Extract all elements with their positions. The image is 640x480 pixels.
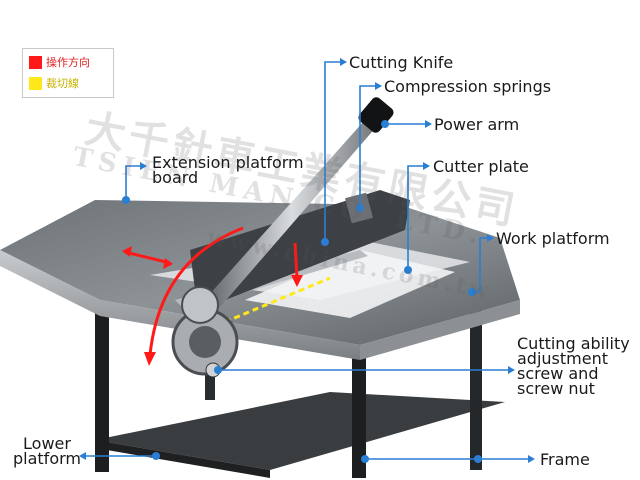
leader-dot-cutting-knife xyxy=(321,238,329,246)
label-lower-platform-line1: Lower xyxy=(23,434,71,453)
legend-label-operation: 操作方向 xyxy=(46,56,90,69)
lower-platform-shelf xyxy=(95,392,505,470)
leader-arrow-frame xyxy=(528,455,535,463)
leader-dot-cutter-plate xyxy=(404,266,412,274)
leader-compression-springs xyxy=(359,85,375,208)
leader-dot-lower-platform xyxy=(152,452,160,460)
frame-leg-front-left xyxy=(95,312,109,472)
leader-arrow-cutting-ability xyxy=(508,366,515,374)
legend-item-operation: 操作方向 xyxy=(29,55,90,69)
label-cutting-ability-line2: adjustment xyxy=(517,349,608,368)
operation-vertical-arrowhead xyxy=(291,275,303,287)
leader-arrow-cutter-plate xyxy=(423,162,430,170)
label-extension-platform-board: Extension platform board xyxy=(152,153,304,187)
legend-swatch-yellow xyxy=(29,76,42,90)
leader-endpoints xyxy=(79,58,535,463)
leader-arrow-power-arm xyxy=(425,120,432,128)
label-lower-platform-line2: platform xyxy=(13,449,81,468)
label-frame: Frame xyxy=(540,450,590,469)
pivot-disc-inner xyxy=(189,326,221,358)
leader-arrow-extension-platform xyxy=(140,162,147,170)
label-work-platform: Work platform xyxy=(496,229,610,248)
leader-dot-frame xyxy=(361,455,369,463)
frame-leg-front-right xyxy=(352,350,366,478)
leader-lines xyxy=(86,61,528,460)
leader-arrow-lower-platform xyxy=(79,452,86,460)
leader-dot-extension-platform xyxy=(122,196,130,204)
operation-vertical-arrow xyxy=(293,242,299,279)
leader-cutter-plate xyxy=(407,165,423,270)
label-power-arm: Power arm xyxy=(434,115,520,134)
operation-horizontal-arrowhead-left xyxy=(122,246,132,257)
label-extension-platform-line2: board xyxy=(152,168,199,187)
label-cutter-plate: Cutter plate xyxy=(433,157,529,176)
legend: 操作方向 裁切線 xyxy=(22,48,114,98)
leader-dot-compression-springs xyxy=(356,204,364,212)
frame-leg-back-right xyxy=(470,300,482,470)
upper-pivot-disc xyxy=(181,286,219,324)
leader-arrow-work-platform xyxy=(487,234,494,242)
leader-extension-platform xyxy=(125,165,140,200)
cut-line xyxy=(224,276,331,324)
power-arm-bar xyxy=(200,112,384,314)
leader-dot-cutting-ability xyxy=(214,366,222,374)
legend-item-cut-line: 裁切線 xyxy=(29,76,79,90)
table-side-apron xyxy=(360,300,520,360)
leader-dot-frame-2 xyxy=(474,455,482,463)
label-cutting-ability-line3: screw and xyxy=(517,364,599,383)
label-cutting-ability-line1: Cutting ability xyxy=(517,334,630,353)
label-compression-springs: Compression springs xyxy=(384,77,552,96)
leader-cutting-knife xyxy=(324,61,340,242)
operation-horizontal-arrowhead-right xyxy=(163,258,173,269)
label-cutting-ability-line4: screw nut xyxy=(517,379,595,398)
label-lower-platform: Lower platform xyxy=(13,434,81,468)
operation-arc-arrow xyxy=(148,226,244,356)
operation-horizontal-arrow xyxy=(124,250,171,265)
leader-dot-power-arm xyxy=(381,120,389,128)
operation-arc-arrowhead xyxy=(144,352,156,366)
legend-label-cut-line: 裁切線 xyxy=(46,77,79,90)
legend-swatch-red xyxy=(29,55,42,69)
cutter-plate-sheet xyxy=(245,250,455,318)
leader-dot-work-platform xyxy=(468,288,476,296)
label-extension-platform-line1: Extension platform xyxy=(152,153,304,172)
table-front-apron xyxy=(0,250,360,360)
lower-platform-shelf-edge xyxy=(95,440,270,478)
label-cutting-ability: Cutting ability adjustment screw and scr… xyxy=(517,334,630,398)
label-cutting-knife: Cutting Knife xyxy=(349,53,454,72)
leader-arrow-cutting-knife xyxy=(340,58,347,66)
leader-arrow-compression-springs xyxy=(375,82,382,90)
